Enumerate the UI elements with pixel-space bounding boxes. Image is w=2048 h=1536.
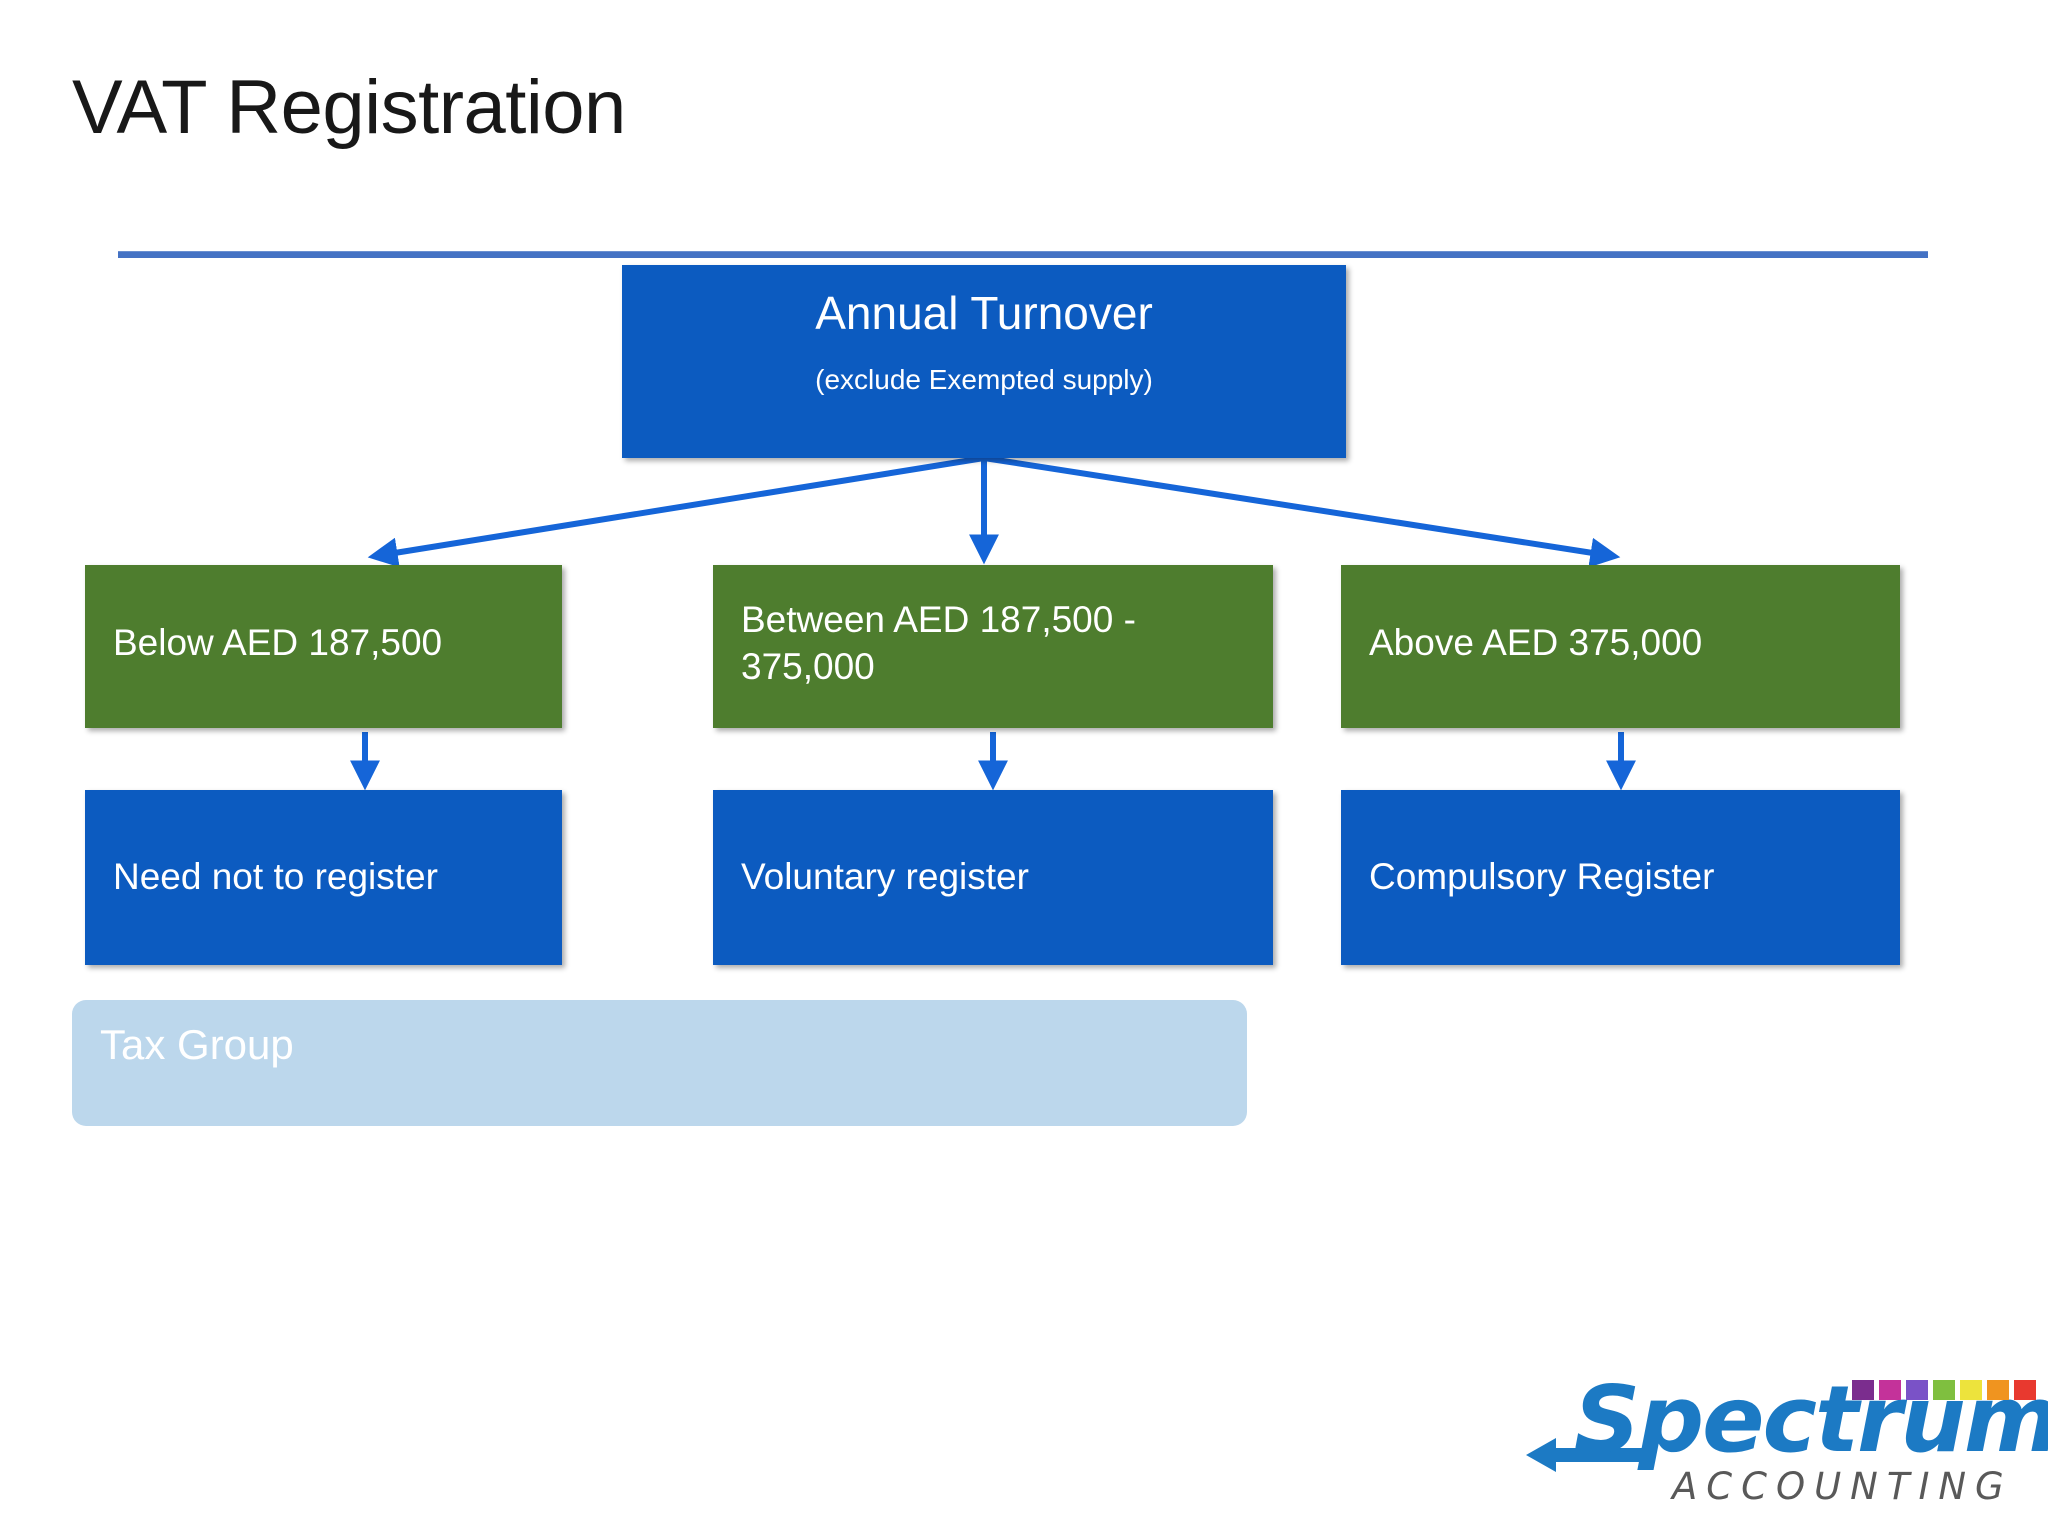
spectrum-accounting-logo: Spectrum ACCOUNTING [1522, 1374, 2048, 1518]
flow-node-annual-turnover[interactable]: Annual Turnover (exclude Exempted supply… [622, 265, 1346, 458]
logo-color-bar-6 [2014, 1380, 2036, 1400]
flow-node-outcome-voluntary-register[interactable]: Voluntary register [713, 790, 1273, 965]
logo-color-bar-4 [1960, 1380, 1982, 1400]
logo-color-bar-5 [1987, 1380, 2009, 1400]
flow-node-criteria-between[interactable]: Between AED 187,500 - 375,000 [713, 565, 1273, 728]
logo-color-bars [1852, 1380, 2036, 1400]
logo-color-bar-3 [1933, 1380, 1955, 1400]
logo-arrow-icon [1526, 1438, 1650, 1472]
page-title: VAT Registration [72, 65, 626, 150]
arrow-root-to-branch-2 [983, 455, 1621, 568]
flow-node-label: Need not to register [113, 856, 438, 898]
flow-node-title: Annual Turnover [815, 287, 1153, 339]
flow-node-label: Voluntary register [741, 856, 1029, 898]
tax-group-label: Tax Group [100, 1021, 294, 1068]
flow-node-criteria-below[interactable]: Below AED 187,500 [85, 565, 562, 728]
arrow-root-to-branch-0 [367, 455, 985, 568]
flow-node-subtitle: (exclude Exempted supply) [815, 363, 1153, 395]
flow-node-label: Above AED 375,000 [1369, 622, 1703, 664]
title-divider-rule [118, 251, 1928, 258]
flow-node-outcome-compulsory-register[interactable]: Compulsory Register [1341, 790, 1900, 965]
logo-tagline: ACCOUNTING [1672, 1465, 2013, 1508]
flow-node-outcome-need-not-register[interactable]: Need not to register [85, 790, 562, 965]
logo-color-bar-1 [1879, 1380, 1901, 1400]
flow-node-criteria-above[interactable]: Above AED 375,000 [1341, 565, 1900, 728]
flow-node-label: Between AED 187,500 - 375,000 [741, 598, 1136, 687]
logo-color-bar-0 [1852, 1380, 1874, 1400]
flow-node-label: Below AED 187,500 [113, 622, 443, 664]
logo-color-bar-2 [1906, 1380, 1928, 1400]
flow-node-label: Compulsory Register [1369, 856, 1715, 898]
tax-group-banner[interactable]: Tax Group [72, 1000, 1247, 1126]
